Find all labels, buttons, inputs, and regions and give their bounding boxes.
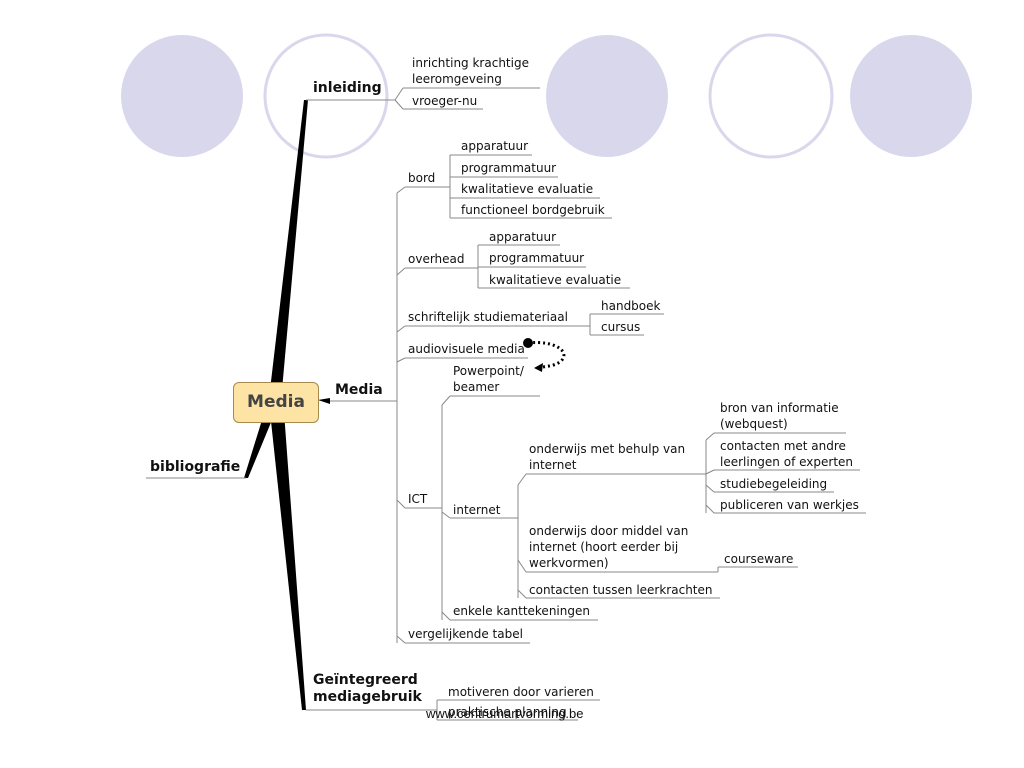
node-motiveren[interactable]: motiveren door varieren <box>448 685 594 699</box>
node-powerpoint[interactable]: Powerpoint/ beamer <box>453 364 524 394</box>
node-overhead-apparatuur[interactable]: apparatuur <box>489 230 557 244</box>
node-media[interactable]: Media <box>335 382 383 398</box>
node-door-middel[interactable]: onderwijs door middel van internet (hoor… <box>529 524 689 570</box>
node-bord-programmatuur[interactable]: programmatuur <box>461 161 557 175</box>
node-bord-apparatuur[interactable]: apparatuur <box>461 139 529 153</box>
root-node[interactable]: Media <box>233 382 319 423</box>
node-studiebegeleiding[interactable]: studiebegeleiding <box>720 477 828 491</box>
footer-url[interactable]: www.centrumartvorming.be <box>426 706 584 721</box>
node-schriftelijk[interactable]: schriftelijk studiemateriaal <box>408 310 568 324</box>
node-vergelijkende-tabel[interactable]: vergelijkende tabel <box>408 627 523 641</box>
node-overhead-evaluatie[interactable]: kwalitatieve evaluatie <box>489 273 622 287</box>
node-bord-gebruik[interactable]: functioneel bordgebruik <box>461 203 605 217</box>
node-bron[interactable]: bron van informatie (webquest) <box>720 401 839 431</box>
node-courseware[interactable]: courseware <box>724 552 794 566</box>
node-vroeger-nu[interactable]: vroeger-nu <box>412 94 478 108</box>
decor-circle <box>263 33 389 159</box>
node-contacten-andre[interactable]: contacten met andre leerlingen of expert… <box>720 439 854 469</box>
node-overhead[interactable]: overhead <box>408 252 465 266</box>
branch-media <box>318 398 330 404</box>
branch-bibliografie <box>244 420 272 478</box>
node-audiovisuele[interactable]: audiovisuele media <box>408 342 525 356</box>
decor-circle <box>546 35 668 157</box>
branch-inleiding <box>270 100 308 390</box>
relation-arrow <box>523 338 566 372</box>
node-publiceren[interactable]: publiceren van werkjes <box>720 498 859 512</box>
connector-lines <box>146 87 866 721</box>
node-inrichting[interactable]: inrichting krachtige leeromgeveing <box>412 56 529 86</box>
node-bibliografie[interactable]: bibliografie <box>150 459 241 475</box>
decor-circle <box>850 35 972 157</box>
node-met-behulp[interactable]: onderwijs met behulp van internet <box>529 442 686 472</box>
decor-circle <box>121 35 243 157</box>
node-cursus[interactable]: cursus <box>601 320 641 334</box>
node-kanttekeningen[interactable]: enkele kanttekeningen <box>453 604 590 618</box>
branch-geintegreerd <box>270 412 306 710</box>
node-inleiding[interactable]: inleiding <box>313 80 382 96</box>
node-bord-evaluatie[interactable]: kwalitatieve evaluatie <box>461 182 594 196</box>
node-ict[interactable]: ICT <box>408 492 428 506</box>
node-bord[interactable]: bord <box>408 171 436 185</box>
node-planning[interactable]: praktische planning <box>448 705 567 719</box>
node-handboek[interactable]: handboek <box>601 299 661 313</box>
node-contacten-leerkrachten[interactable]: contacten tussen leerkrachten <box>529 583 713 597</box>
node-geintegreerd[interactable]: Geïntegreerd mediagebruik <box>313 672 422 705</box>
decor-circle <box>708 33 834 159</box>
node-overhead-programmatuur[interactable]: programmatuur <box>489 251 585 265</box>
node-internet[interactable]: internet <box>453 503 501 517</box>
